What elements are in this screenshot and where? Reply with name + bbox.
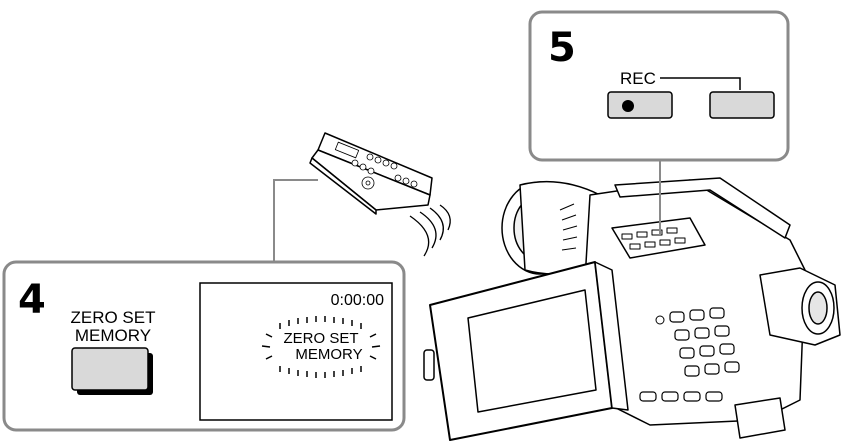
remote-commander [309,132,451,257]
step4-number: 4 [18,277,46,323]
display-msg-line2: MEMORY [295,346,363,363]
zero-set-label-line2: MEMORY [74,326,152,345]
camcorder [423,177,841,441]
record-dot-icon [622,100,634,112]
start-stop-button [709,91,775,119]
display-window [199,282,393,421]
step5-callout-frame [528,10,790,162]
display-msg-line1: ZERO SET [283,330,359,347]
zero-set-label-line1: ZERO SET [70,308,156,327]
blinking-indicator [261,316,381,378]
callout-leaders [273,160,661,262]
rec-label: REC [620,69,656,88]
infrared-signal [409,204,451,257]
step5-number: 5 [548,25,576,71]
side-buttons [639,307,740,402]
lcd-screen [467,289,597,413]
rec-button [607,91,673,119]
rec-bracket-line [660,77,741,90]
top-handle [614,177,791,239]
counter-readout: 0:00:00 [330,292,384,309]
grip-strap [734,397,786,439]
zero-set-memory-button [71,347,153,395]
